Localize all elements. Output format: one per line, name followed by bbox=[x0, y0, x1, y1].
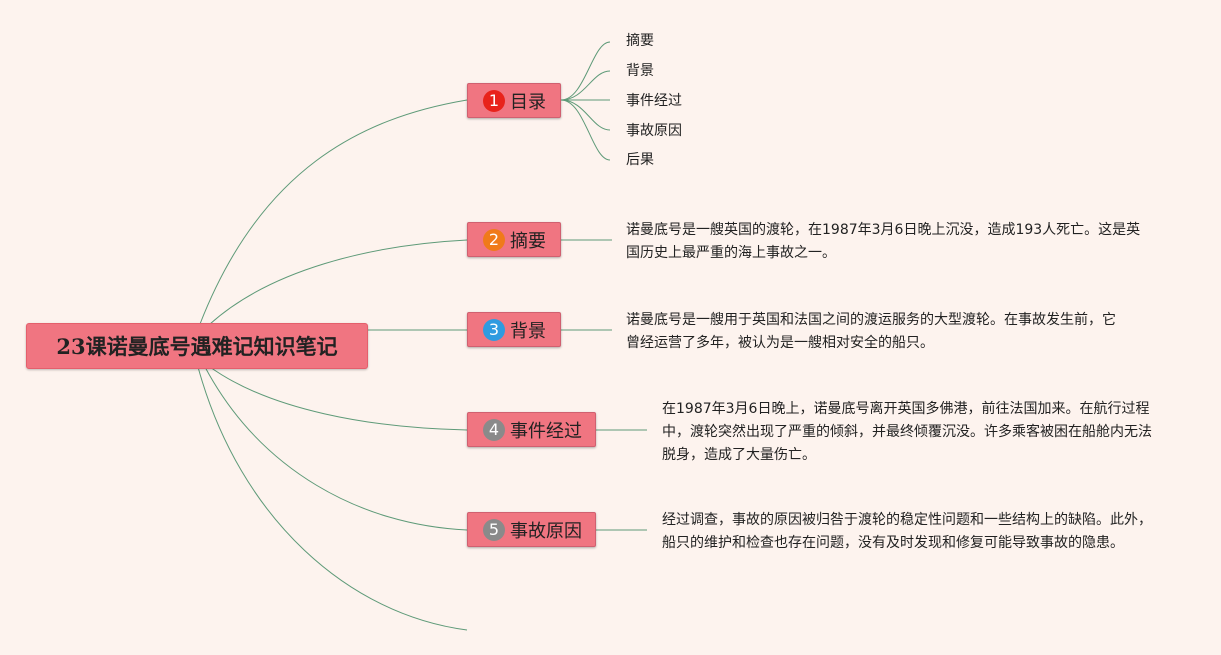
number-badge-3: 3 bbox=[483, 318, 505, 341]
branch-summary[interactable]: 2 摘要 bbox=[467, 222, 561, 257]
branch-summary-label: 摘要 bbox=[510, 230, 546, 252]
connector-toc-leaf-1 bbox=[560, 41, 611, 101]
number-badge-1: 1 bbox=[483, 89, 505, 112]
connector-toc-leaf-4 bbox=[560, 99, 611, 131]
number-badge-2: 2 bbox=[483, 228, 505, 251]
branch-events-label: 事件经过 bbox=[510, 420, 582, 442]
causes-text: 经过调查，事故的原因被归咎于渡轮的稳定性问题和一些结构上的缺陷。此外， 船只的维… bbox=[662, 509, 1152, 555]
toc-item-events[interactable]: 事件经过 bbox=[626, 93, 682, 109]
events-text-line-3: 脱身，造成了大量伤亡。 bbox=[662, 447, 816, 463]
toc-item-summary[interactable]: 摘要 bbox=[626, 33, 654, 49]
branch-background[interactable]: 3 背景 bbox=[467, 312, 561, 347]
connector-central-branch-1 bbox=[199, 99, 468, 325]
summary-text: 诺曼底号是一艘英国的渡轮，在1987年3月6日晚上沉没，造成193人死亡。这是英… bbox=[626, 219, 1140, 265]
background-text-line-2: 曾经运营了多年，被认为是一艘相对安全的船只。 bbox=[626, 335, 934, 351]
number-badge-4: 4 bbox=[483, 418, 505, 441]
summary-text-line-2: 国历史上最严重的海上事故之一。 bbox=[626, 245, 836, 261]
summary-text-line-1: 诺曼底号是一艘英国的渡轮，在1987年3月6日晚上沉没，造成193人死亡。这是英 bbox=[626, 222, 1141, 238]
number-badge-5: 5 bbox=[483, 518, 505, 541]
background-text: 诺曼底号是一艘用于英国和法国之间的渡运服务的大型渡轮。在事故发生前，它 曾经运营… bbox=[626, 309, 1116, 355]
events-text-line-2: 中，渡轮突然出现了严重的倾斜，并最终倾覆沉没。许多乘客被困在船舱内无法 bbox=[662, 424, 1152, 440]
branch-causes-label: 事故原因 bbox=[510, 520, 582, 542]
background-text-line-1: 诺曼底号是一艘用于英国和法国之间的渡运服务的大型渡轮。在事故发生前，它 bbox=[626, 312, 1116, 328]
central-topic-label: 23课诺曼底号遇难记知识笔记 bbox=[56, 334, 338, 359]
branch-events[interactable]: 4 事件经过 bbox=[467, 412, 596, 447]
events-text-line-1: 在1987年3月6日晚上，诺曼底号离开英国多佛港，前往法国加来。在航行过程 bbox=[662, 401, 1150, 417]
connector-toc-leaf-2 bbox=[560, 70, 611, 101]
events-text: 在1987年3月6日晚上，诺曼底号离开英国多佛港，前往法国加来。在航行过程 中，… bbox=[662, 398, 1152, 467]
causes-text-line-2: 船只的维护和检查也存在问题，没有及时发现和修复可能导致事故的隐患。 bbox=[662, 535, 1124, 551]
toc-item-consequences[interactable]: 后果 bbox=[626, 152, 654, 168]
connector-central-branch-4 bbox=[209, 366, 468, 431]
branch-causes[interactable]: 5 事故原因 bbox=[467, 512, 596, 547]
toc-item-background[interactable]: 背景 bbox=[626, 63, 654, 79]
branch-toc[interactable]: 1 目录 bbox=[467, 83, 561, 118]
connector-central-branch-6 bbox=[197, 366, 468, 631]
connector-toc-leaf-5 bbox=[560, 99, 611, 161]
branch-toc-label: 目录 bbox=[510, 91, 546, 113]
central-topic[interactable]: 23课诺曼底号遇难记知识笔记 bbox=[26, 323, 368, 369]
connector-central-branch-5 bbox=[204, 366, 468, 531]
branch-background-label: 背景 bbox=[510, 320, 546, 342]
toc-item-causes[interactable]: 事故原因 bbox=[626, 123, 682, 139]
connector-central-branch-2 bbox=[209, 239, 468, 325]
causes-text-line-1: 经过调查，事故的原因被归咎于渡轮的稳定性问题和一些结构上的缺陷。此外， bbox=[662, 512, 1152, 528]
